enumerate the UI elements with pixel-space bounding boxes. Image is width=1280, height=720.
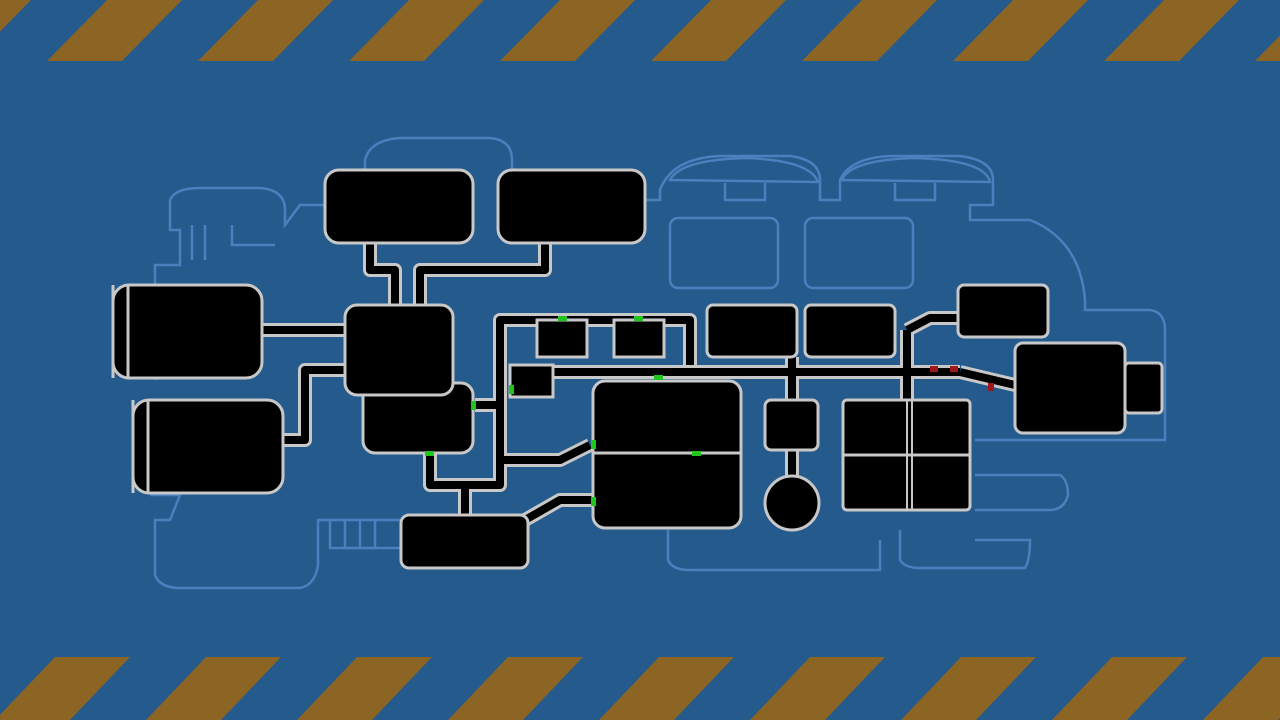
room[interactable]: [323, 168, 475, 245]
hazard-stripe: [146, 657, 281, 720]
hazard-stripes-bottom: [0, 657, 1280, 720]
door-open[interactable]: [591, 497, 596, 506]
hazard-stripe: [1052, 657, 1187, 720]
door-open[interactable]: [425, 451, 434, 456]
hazard-stripe: [349, 0, 484, 61]
room[interactable]: [496, 168, 647, 245]
hazard-stripe: [802, 0, 937, 61]
hazard-stripe: [500, 0, 635, 61]
room[interactable]: [1123, 361, 1164, 415]
room[interactable]: [612, 318, 666, 359]
room[interactable]: [1013, 341, 1127, 435]
door-open[interactable]: [471, 401, 476, 410]
room[interactable]: [111, 283, 264, 380]
hazard-stripe: [448, 657, 583, 720]
room[interactable]: [535, 318, 589, 359]
door-locked[interactable]: [930, 366, 938, 372]
hazard-stripe: [750, 657, 885, 720]
hazard-stripe: [1104, 0, 1239, 61]
hazard-stripes-top: [0, 0, 1280, 61]
room[interactable]: [763, 474, 821, 532]
room[interactable]: [343, 303, 455, 397]
door-open[interactable]: [558, 316, 567, 321]
hazard-stripe: [47, 0, 182, 61]
corridors: [262, 243, 1017, 527]
hazard-stripe: [1255, 35, 1280, 61]
hazard-stripe: [651, 0, 786, 61]
door-open[interactable]: [654, 375, 663, 380]
rooms: [111, 168, 1164, 570]
hazard-stripe: [297, 657, 432, 720]
hazard-stripe: [0, 657, 130, 720]
room[interactable]: [131, 398, 285, 495]
hazard-stripe: [198, 0, 333, 61]
room[interactable]: [956, 283, 1050, 339]
door-open[interactable]: [634, 316, 643, 321]
room[interactable]: [705, 303, 799, 359]
hazard-stripe: [1203, 657, 1280, 720]
hazard-stripe: [953, 0, 1088, 61]
hazard-stripe: [0, 0, 31, 32]
door-locked[interactable]: [988, 383, 994, 391]
door-locked[interactable]: [950, 366, 958, 372]
door-open[interactable]: [692, 451, 701, 456]
doors: [425, 316, 994, 506]
door-open[interactable]: [509, 385, 514, 394]
hazard-stripe: [599, 657, 734, 720]
room[interactable]: [399, 513, 530, 570]
door-open[interactable]: [591, 440, 596, 449]
room[interactable]: [508, 363, 555, 399]
room[interactable]: [803, 303, 897, 359]
hazard-stripe: [901, 657, 1036, 720]
room[interactable]: [763, 398, 820, 452]
